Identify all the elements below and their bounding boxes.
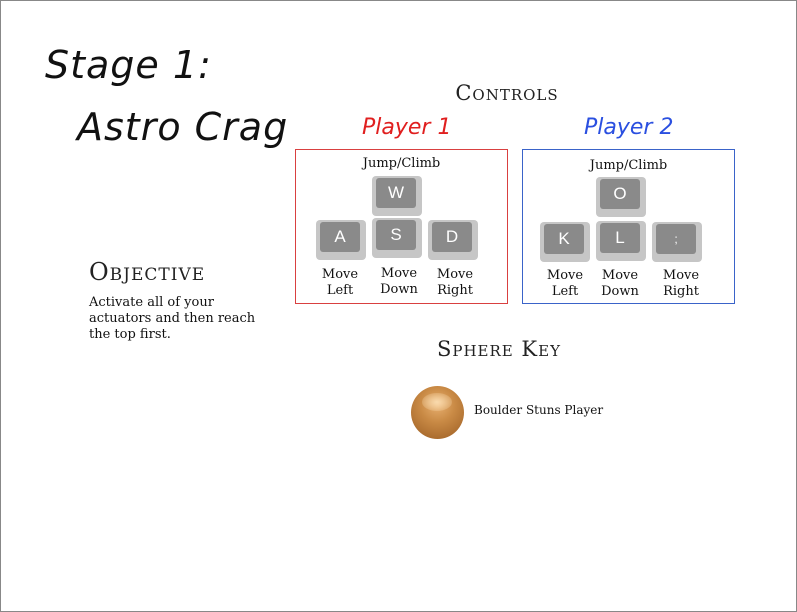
objective-text: Activate all of your actuators and then … (89, 295, 256, 342)
key-cap: W (376, 178, 416, 208)
boulder-sphere-icon (411, 386, 464, 439)
key-cap: ; (656, 224, 696, 254)
key-cap: D (432, 222, 472, 252)
player2-key-right: ; (652, 222, 702, 262)
player2-key-left: K (540, 222, 590, 262)
sphere-key-heading: Sphere Key (437, 337, 561, 361)
player2-jump-label: Jump/Climb (589, 158, 668, 173)
player1-jump-label: Jump/Climb (362, 156, 441, 171)
key-cap: K (544, 224, 584, 254)
sphere-highlight (422, 393, 452, 411)
player1-key-down: S (372, 218, 422, 258)
key-cap: S (376, 220, 416, 250)
key-cap: A (320, 222, 360, 252)
stage-number: Stage 1: (45, 43, 212, 87)
player1-key-up: W (372, 176, 422, 216)
player2-key-up: O (596, 177, 646, 217)
key-cap: L (600, 223, 640, 253)
controls-heading: Controls (455, 81, 559, 105)
player2-key-down: L (596, 221, 646, 261)
objective-heading: Objective (89, 258, 206, 286)
player1-label: Player 1 (362, 115, 452, 140)
player1-key-left: A (316, 220, 366, 260)
stage-name: Astro Crag (77, 105, 289, 149)
sphere-key-label: Boulder Stuns Player (474, 403, 604, 417)
player2-label: Player 2 (584, 115, 674, 140)
player1-key-right: D (428, 220, 478, 260)
key-cap: O (600, 179, 640, 209)
